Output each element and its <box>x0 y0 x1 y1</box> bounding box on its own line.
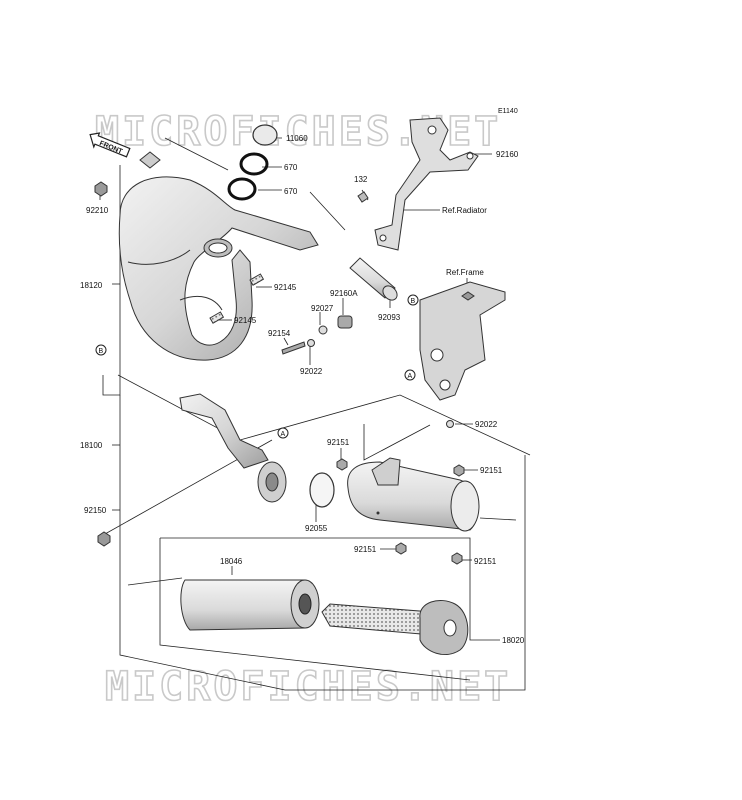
label-92160: 92160 <box>496 150 519 159</box>
gasket-92055 <box>309 472 335 508</box>
label-92154: 92154 <box>268 329 291 338</box>
label-18020: 18020 <box>502 636 525 645</box>
label-92022-upper: 92022 <box>300 367 323 376</box>
collar-92160A <box>337 315 353 329</box>
ref-frame-label: Ref.Frame <box>446 268 484 277</box>
spring-92145-lower <box>209 311 225 324</box>
label-92210: 92210 <box>86 206 109 215</box>
label-670-upper: 670 <box>284 163 298 172</box>
bolt-92151-c <box>395 542 407 555</box>
nut-92150 <box>97 531 111 547</box>
washer-92022-upper <box>307 339 315 347</box>
svg-text:B: B <box>99 348 104 355</box>
label-92022-lower: 92022 <box>475 420 498 429</box>
muffler-body <box>347 457 480 532</box>
watermark-bottom: MICROFICHES.NET <box>105 664 511 710</box>
expansion-chamber-18120 <box>118 151 319 361</box>
packing-18046 <box>180 579 320 631</box>
label-132: 132 <box>354 175 368 184</box>
washer-92027 <box>318 325 328 335</box>
bolt-92151-a <box>336 458 348 471</box>
label-92151-b: 92151 <box>480 466 503 475</box>
frame-bracket <box>419 281 506 401</box>
gasket-11060 <box>252 124 278 146</box>
tail-pipe-18100 <box>179 393 287 503</box>
svg-text:B: B <box>411 298 416 305</box>
diagram-code: E1140 <box>498 108 518 115</box>
marker-b-upper: B <box>407 294 419 306</box>
spring-92145-upper <box>249 273 265 286</box>
svg-text:A: A <box>281 431 286 438</box>
o-ring-670-upper <box>239 152 269 176</box>
o-ring-670-lower <box>227 177 257 201</box>
label-92145-lower: 92145 <box>234 316 257 325</box>
label-92151-d: 92151 <box>474 557 497 566</box>
leader-lines <box>99 137 531 691</box>
label-18120: 18120 <box>80 281 103 290</box>
label-92160A: 92160A <box>330 289 358 298</box>
label-18046: 18046 <box>220 557 243 566</box>
label-11060: 11060 <box>286 134 308 143</box>
label-92055: 92055 <box>305 524 328 533</box>
radiator-bracket <box>357 117 479 251</box>
marker-a-tailpipe: A <box>277 427 289 439</box>
label-92150: 92150 <box>84 506 107 515</box>
inner-pipe-18020 <box>321 600 469 655</box>
label-92151-c: 92151 <box>354 545 377 554</box>
bolt-92154 <box>281 341 306 355</box>
joint-pipe-92093 <box>349 257 398 301</box>
svg-text:A: A <box>408 373 413 380</box>
label-18100: 18100 <box>80 441 103 450</box>
nut-92210 <box>94 181 108 197</box>
bolt-92151-d <box>451 552 463 565</box>
washer-92022-lower <box>446 420 454 428</box>
marker-b-lower: B <box>95 344 107 356</box>
label-92027: 92027 <box>311 304 334 313</box>
label-92093: 92093 <box>378 313 401 322</box>
label-92145-upper: 92145 <box>274 283 297 292</box>
bolt-92151-b <box>453 464 465 477</box>
marker-a-frame: A <box>404 369 416 381</box>
ref-radiator-label: Ref.Radiator <box>442 206 487 215</box>
label-670-lower: 670 <box>284 187 298 196</box>
label-92151-a: 92151 <box>327 438 350 447</box>
